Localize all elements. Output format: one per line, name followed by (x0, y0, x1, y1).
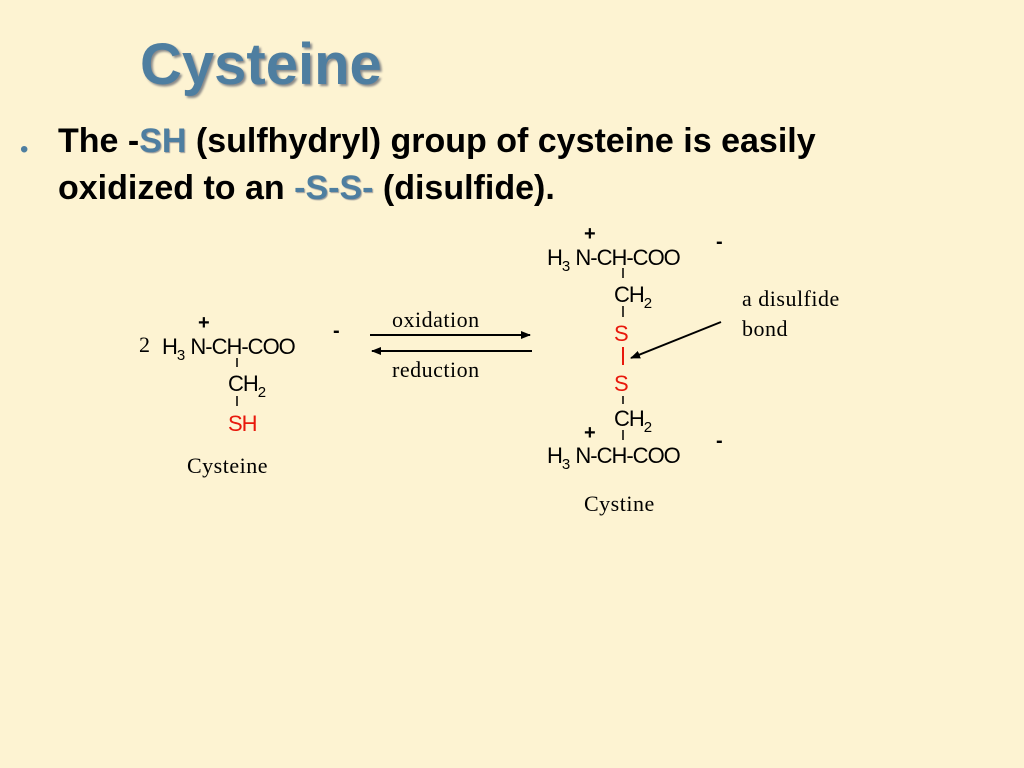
reactant-name: Cysteine (187, 453, 268, 478)
reduction-label: reduction (392, 357, 480, 382)
product-bottom-minus-charge: - (716, 430, 723, 452)
reactant-ch: CH (228, 371, 259, 396)
product-bottom-plus-charge: + (584, 422, 596, 444)
bullet-marker: • (20, 136, 29, 163)
product-top-h-subscript: 3 (561, 258, 571, 275)
reactant-ch-subscript: 2 (257, 384, 267, 401)
reactant-backbone: H3 N-CH-COO (162, 334, 296, 364)
reactant-ch2: CH2 (228, 371, 266, 401)
slide-title: Cysteine (140, 32, 382, 97)
oxidation-label: oxidation (392, 307, 480, 332)
reactant-minus-charge: - (333, 320, 340, 342)
product-top-ch2: CH2 (614, 282, 652, 312)
product-bottom-ch-subscript: 2 (643, 419, 653, 436)
product-sulfur-bottom: S (614, 371, 629, 396)
product-bottom-backbone: H3 N-CH-COO (547, 443, 681, 473)
bullet-text-part2: (sulfhydryl) group of cysteine is easily (186, 122, 816, 160)
annotation-pointer-arrow (630, 321, 722, 359)
sulfhydryl-formula: SH (139, 122, 187, 160)
reactant-h: H (162, 334, 178, 359)
product-top-h: H (547, 245, 563, 270)
product-top-ch: CH (614, 282, 645, 307)
reactant-plus-charge: + (198, 312, 210, 334)
reactant-coefficient: 2 (139, 332, 151, 357)
product-top-plus-charge: + (584, 223, 596, 245)
product-bottom-h: H (547, 443, 563, 468)
reactant-sh-group: SH (228, 411, 258, 436)
product-top-ch-subscript: 2 (643, 295, 653, 312)
product-bottom-h-subscript: 3 (561, 456, 571, 473)
bullet-point: • The -SH (sulfhydryl) group of cysteine… (20, 118, 980, 212)
bullet-text-part1: The - (58, 122, 140, 160)
product-bottom-backbone-text: N-CH-COO (575, 443, 680, 468)
annotation-line1: a disulfide (742, 286, 840, 311)
product-top-backbone: H3 N-CH-COO (547, 245, 681, 275)
bullet-text: The -SH (sulfhydryl) group of cysteine i… (58, 118, 980, 212)
product-sulfur-top: S (614, 321, 629, 346)
product-top-backbone-text: N-CH-COO (575, 245, 680, 270)
reactant-h-subscript: 3 (176, 347, 186, 364)
reactant-backbone-text: N-CH-COO (190, 334, 295, 359)
product-bottom-ch2: CH2 (614, 406, 652, 436)
annotation-line2: bond (742, 316, 788, 341)
bullet-text-part4: (disulfide). (373, 169, 555, 207)
disulfide-formula: -S-S- (294, 169, 374, 207)
product-top-minus-charge: - (716, 231, 723, 253)
product-name: Cystine (584, 491, 655, 516)
bullet-text-part3: oxidized to an (58, 169, 295, 207)
product-bottom-ch: CH (614, 406, 645, 431)
